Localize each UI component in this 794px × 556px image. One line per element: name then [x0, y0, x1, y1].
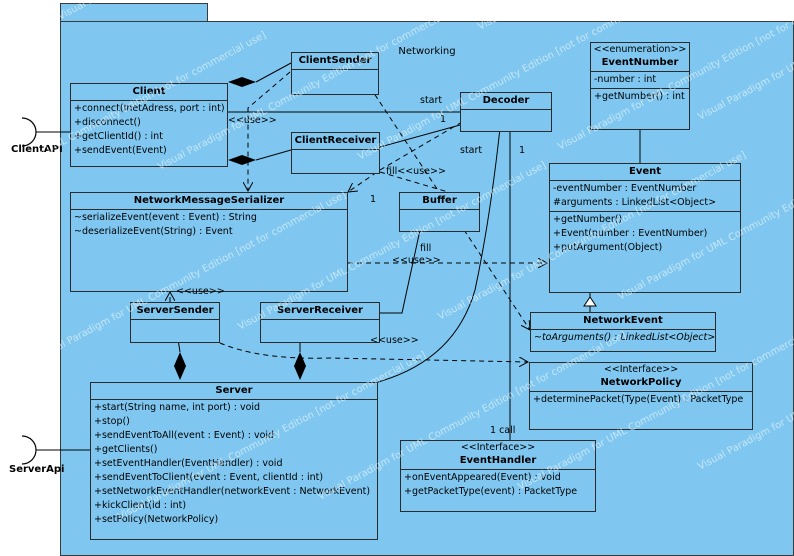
operation: +start(String name, int port) : void — [94, 402, 261, 413]
operations: +getNumber() : int — [591, 89, 689, 105]
operation: +kickClient(id : int) — [94, 500, 187, 511]
attribute: -eventNumber : EventNumber — [553, 183, 697, 194]
class-client-receiver[interactable]: ClientReceiver — [291, 132, 380, 174]
label-call: 1 call — [490, 425, 516, 436]
operation: ~deserializeEvent(String) : Event — [74, 226, 233, 237]
package-title: Networking — [398, 46, 456, 57]
client-serializer-use — [248, 71, 291, 191]
label-use: <<use>> — [228, 115, 277, 126]
operation: +setNetworkEventHandler(networkEvent : N… — [94, 486, 371, 497]
class-name: EventHandler — [459, 455, 537, 466]
label-multiplicity: 1 — [370, 194, 377, 205]
label-use: <<use>> — [176, 286, 225, 297]
interface-network-policy[interactable]: <<Interface>> NetworkPolicy +determinePa… — [529, 362, 753, 430]
operation: +sendEventToClient(event : Event, client… — [94, 472, 324, 483]
operation: +setEventHandler(EventHandler) : void — [94, 458, 283, 469]
label-use: <<use>> — [370, 335, 419, 346]
attributes: -eventNumber : EventNumber #arguments : … — [550, 181, 740, 212]
class-name: NetworkPolicy — [600, 377, 682, 388]
class-name: NetworkMessageSerializer — [133, 195, 285, 206]
operation: +getNumber() — [553, 214, 623, 225]
interface-event-handler[interactable]: <<Interface>> EventHandler +onEventAppea… — [400, 440, 596, 512]
client-receiver-composition — [228, 155, 256, 165]
class-name: ServerSender — [136, 305, 214, 316]
serversender-policy-use — [219, 342, 528, 362]
operation: +getNumber() : int — [594, 91, 685, 102]
class-buffer[interactable]: Buffer — [399, 192, 480, 232]
operations: +connect(InetAdress, port : int) +discon… — [71, 101, 227, 159]
class-name: Decoder — [482, 95, 530, 106]
label-use: <<use>> — [392, 255, 441, 266]
label-multiplicity: 1 — [519, 145, 526, 156]
operation: ~serializeEvent(event : Event) : String — [74, 212, 257, 223]
operations: ~toArguments() : LinkedList<Object> — [531, 330, 715, 346]
receiver-decoder-assoc — [379, 124, 461, 148]
stereotype: <<Interface>> — [460, 442, 536, 453]
attributes: -number : int — [591, 72, 689, 89]
operation: +sendEventToAll(event : Event) : void — [94, 430, 275, 441]
operation: +getPacketType(event) : PacketType — [404, 486, 578, 497]
class-event-number[interactable]: <<enumeration>> EventNumber -number : in… — [590, 42, 690, 130]
class-name: ClientSender — [298, 55, 372, 66]
class-name: Client — [132, 86, 166, 97]
operation: +onEventAppeared(Event) : void — [404, 472, 561, 483]
operation: +connect(InetAdress, port : int) — [74, 103, 225, 114]
operation: +sendEvent(Event) — [74, 145, 167, 156]
class-name: EventNumber — [601, 57, 679, 68]
operation: +getClients() — [94, 444, 158, 455]
server-api-socket — [21, 435, 37, 465]
operations: +onEventAppeared(Event) : void +getPacke… — [401, 470, 595, 500]
label-start: start — [460, 145, 483, 156]
receiver-buffer-use — [379, 171, 449, 193]
class-server-receiver[interactable]: ServerReceiver — [260, 302, 380, 343]
operations: +determinePacket(Type(Event) : PacketTyp… — [530, 392, 752, 408]
class-name: ClientReceiver — [294, 135, 377, 146]
label-start: start — [420, 95, 443, 106]
class-server-sender[interactable]: ServerSender — [130, 302, 220, 343]
operation: ~toArguments() : LinkedList<Object> — [534, 332, 716, 343]
class-network-event[interactable]: NetworkEvent ~toArguments() : LinkedList… — [530, 312, 716, 352]
server-sender-composition — [174, 352, 186, 380]
server-api-label: ServerApi — [9, 464, 65, 475]
receiver-buffer-fill — [380, 229, 421, 314]
decoder-serializer-use — [348, 121, 463, 192]
class-name: ServerReceiver — [276, 305, 363, 316]
class-event[interactable]: Event -eventNumber : EventNumber #argume… — [549, 163, 741, 293]
client-api-socket — [21, 117, 37, 147]
attribute: -number : int — [594, 74, 657, 85]
operation: +stop() — [94, 416, 130, 427]
client-api-label: ClientAPI — [11, 144, 63, 155]
operations: ~serializeEvent(event : Event) : String … — [71, 210, 347, 240]
attribute: #arguments : LinkedList<Object> — [553, 197, 717, 208]
class-name: Server — [215, 385, 253, 396]
label-multiplicity: 1 — [440, 114, 447, 125]
label-fill: fill — [420, 243, 432, 254]
class-name: NetworkEvent — [583, 315, 663, 326]
stereotype: <<Interface>> — [603, 364, 679, 375]
server-decoder-assoc — [377, 127, 501, 383]
class-name: Event — [628, 166, 662, 177]
operation: +getClientId() : int — [74, 131, 163, 142]
operation: +disconnect() — [74, 117, 141, 128]
operations: +start(String name, int port) : void +st… — [91, 400, 377, 528]
class-client-sender[interactable]: ClientSender — [291, 52, 379, 95]
operation: +determinePacket(Type(Event) : PacketTyp… — [533, 394, 744, 405]
stereotype: <<enumeration>> — [593, 44, 687, 55]
operations: +getNumber() +Event(number : EventNumber… — [550, 212, 740, 256]
class-name: Buffer — [422, 195, 457, 206]
operation: +Event(number : EventNumber) — [553, 228, 708, 239]
class-client[interactable]: Client +connect(InetAdress, port : int) … — [70, 83, 228, 167]
generalization-triangle — [583, 296, 597, 307]
operation: +putArgument(Object) — [553, 242, 663, 253]
class-decoder[interactable]: Decoder — [460, 92, 552, 132]
server-receiver-composition — [294, 352, 306, 380]
client-sender-composition — [228, 77, 256, 87]
operation: +setPolicy(NetworkPolicy) — [94, 514, 219, 525]
class-server[interactable]: Server +start(String name, int port) : v… — [90, 382, 378, 540]
class-network-message-serializer[interactable]: NetworkMessageSerializer ~serializeEvent… — [70, 192, 348, 292]
label-fill-use: fill<<use>> — [386, 166, 446, 177]
